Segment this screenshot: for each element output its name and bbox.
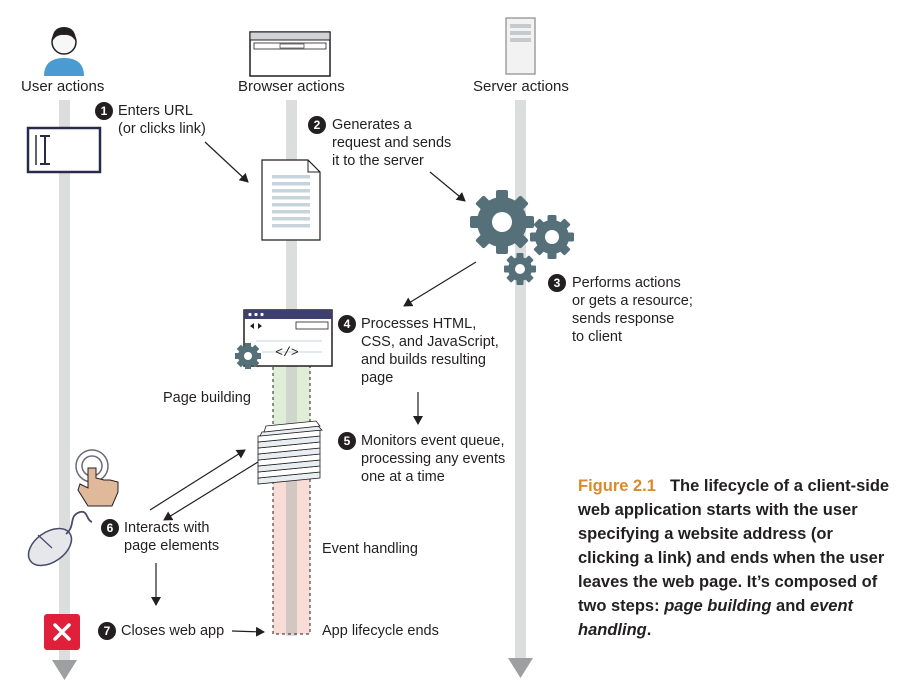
server-tower-icon bbox=[505, 17, 536, 75]
step-2-line: Generates a bbox=[332, 117, 412, 133]
step-2-badge: 2 bbox=[308, 116, 326, 134]
step-1-text: Enters URL (or clicks link) bbox=[118, 102, 206, 138]
step-4-line: and builds resulting bbox=[361, 352, 486, 368]
document-icon bbox=[261, 159, 321, 241]
step-4-line: CSS, and JavaScript, bbox=[361, 334, 499, 350]
step-3-line: or gets a resource; bbox=[572, 293, 693, 309]
step-1-badge: 1 bbox=[95, 102, 113, 120]
step-7-badge: 7 bbox=[98, 622, 116, 640]
step-3-line: to client bbox=[572, 329, 622, 345]
figure-number: Figure 2.1 bbox=[578, 477, 656, 495]
touch-hand-icon bbox=[75, 449, 119, 507]
browser-window-icon bbox=[249, 31, 331, 77]
browser-actions-heading: Browser actions bbox=[238, 78, 345, 95]
user-lane bbox=[52, 100, 77, 680]
step-7-line: Closes web app bbox=[121, 623, 225, 639]
step-5-text: Monitors event queue, processing any eve… bbox=[361, 432, 505, 486]
code-glyph: </> bbox=[275, 345, 299, 360]
event-queue-icon bbox=[257, 420, 323, 485]
caption-end: . bbox=[646, 621, 652, 639]
step-2-line: request and sends bbox=[332, 135, 452, 151]
step-6-text: Interacts with page elements bbox=[124, 519, 219, 555]
step-3-badge: 3 bbox=[548, 274, 566, 292]
server-lane bbox=[508, 100, 533, 678]
event-handling-band bbox=[272, 365, 311, 635]
caption-text: The lifecycle of a client-side web appli… bbox=[578, 477, 890, 615]
step-6-badge: 6 bbox=[101, 519, 119, 537]
page-building-label: Page building bbox=[163, 390, 251, 406]
step-3-line: sends response bbox=[572, 311, 675, 327]
step-3-line: Performs actions bbox=[572, 275, 681, 291]
step-5-badge: 5 bbox=[338, 432, 356, 450]
flow-arrows bbox=[149, 141, 477, 637]
user-avatar-icon bbox=[44, 27, 84, 76]
mouse-icon bbox=[27, 510, 93, 567]
step-4-line: Processes HTML, bbox=[361, 316, 477, 332]
step-3-text: Performs actions or gets a resource; sen… bbox=[572, 274, 693, 346]
step-1-line: Enters URL bbox=[118, 103, 193, 119]
browser-page-icon bbox=[235, 309, 333, 369]
step-7-text: Closes web app bbox=[121, 622, 224, 640]
caption-term-page-building: page building bbox=[664, 597, 772, 615]
text-cursor-icon bbox=[26, 126, 102, 174]
step-5-line: Monitors event queue, bbox=[361, 433, 505, 449]
step-2-text: Generates a request and sends it to the … bbox=[332, 116, 451, 170]
caption-term-event-handling: event handling bbox=[578, 597, 854, 639]
close-icon bbox=[44, 614, 80, 650]
step-2-line: it to the server bbox=[332, 153, 424, 169]
user-actions-heading: User actions bbox=[21, 78, 105, 95]
server-actions-heading: Server actions bbox=[473, 78, 569, 95]
step-4-badge: 4 bbox=[338, 315, 356, 333]
event-handling-label: Event handling bbox=[322, 541, 418, 557]
step-5-line: one at a time bbox=[361, 469, 445, 485]
step-4-line: page bbox=[361, 370, 394, 386]
caption-and: and bbox=[771, 597, 810, 615]
app-lifecycle-ends-label: App lifecycle ends bbox=[322, 623, 439, 639]
step-5-line: processing any events bbox=[361, 451, 506, 467]
step-1-line: (or clicks link) bbox=[118, 121, 206, 137]
step-6-line: page elements bbox=[124, 538, 220, 554]
step-6-line: Interacts with bbox=[124, 520, 210, 536]
step-4-text: Processes HTML, CSS, and JavaScript, and… bbox=[361, 315, 499, 387]
gears-icon bbox=[470, 190, 574, 285]
